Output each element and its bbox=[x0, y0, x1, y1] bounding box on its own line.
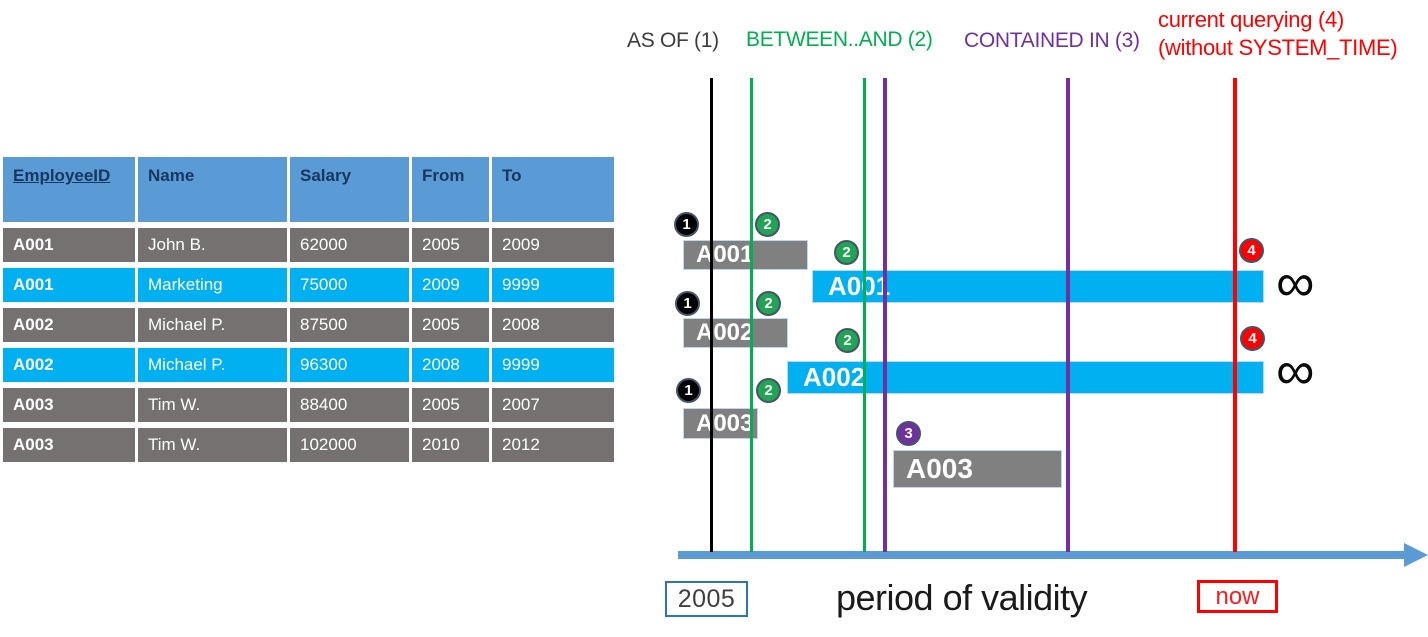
table-cell: 2005 bbox=[412, 228, 489, 262]
table-cell: 2008 bbox=[492, 308, 614, 342]
table-cell: A002 bbox=[3, 348, 135, 382]
badge-1: 1 bbox=[675, 291, 700, 316]
table-cell: Tim W. bbox=[138, 388, 287, 422]
table-cell: 2010 bbox=[412, 428, 489, 462]
axis-title: period of validity bbox=[836, 577, 1088, 618]
validity-bar-a002-history: A002 bbox=[683, 318, 788, 348]
badge-2: 2 bbox=[755, 212, 780, 237]
infinity-icon: ∞ bbox=[1276, 253, 1315, 313]
validity-bar-a003-history1: A003 bbox=[683, 408, 758, 439]
contained-in-end-line bbox=[1066, 78, 1070, 552]
table-cell: 2008 bbox=[412, 348, 489, 382]
column-header-name: Name bbox=[138, 157, 287, 222]
legend-current-querying-line2: (without SYSTEM_TIME) bbox=[1158, 35, 1398, 60]
legend-current-querying: current querying (4) (without SYSTEM_TIM… bbox=[1158, 6, 1398, 62]
table-cell: 9999 bbox=[492, 268, 614, 302]
table-cell: 2005 bbox=[412, 308, 489, 342]
validity-bar-a002-current: A002 bbox=[787, 361, 1264, 394]
as-of-line bbox=[710, 78, 713, 552]
contained-in-start-line bbox=[883, 78, 887, 552]
badge-4: 4 bbox=[1239, 238, 1264, 263]
table-cell: 2005 bbox=[412, 388, 489, 422]
column-header-salary: Salary bbox=[290, 157, 409, 222]
table-cell: 75000 bbox=[290, 268, 409, 302]
infinity-icon: ∞ bbox=[1276, 341, 1315, 401]
badge-2: 2 bbox=[756, 291, 781, 316]
table-cell: Marketing bbox=[138, 268, 287, 302]
column-header-employeeid: EmployeeID bbox=[3, 157, 135, 222]
table-cell: John B. bbox=[138, 228, 287, 262]
employee-history-table: EmployeeID Name Salary From To A001 John… bbox=[3, 157, 614, 462]
badge-2: 2 bbox=[834, 240, 859, 265]
table-cell: Tim W. bbox=[138, 428, 287, 462]
table-cell: 87500 bbox=[290, 308, 409, 342]
validity-bar-a001-current: A001 bbox=[812, 270, 1264, 303]
legend-contained-in: CONTAINED IN (3) bbox=[964, 29, 1140, 52]
badge-4: 4 bbox=[1240, 326, 1265, 351]
table-cell: A003 bbox=[3, 388, 135, 422]
table-cell: A003 bbox=[3, 428, 135, 462]
table-cell: 2007 bbox=[492, 388, 614, 422]
table-cell: A001 bbox=[3, 228, 135, 262]
column-header-to: To bbox=[492, 157, 614, 222]
table-cell: 2009 bbox=[412, 268, 489, 302]
current-querying-line bbox=[1233, 78, 1237, 552]
table-cell: Michael P. bbox=[138, 308, 287, 342]
axis-now-box: now bbox=[1197, 580, 1278, 613]
time-axis bbox=[678, 551, 1404, 559]
table-cell: 88400 bbox=[290, 388, 409, 422]
validity-bar-a003-history2: A003 bbox=[893, 450, 1062, 488]
legend-current-querying-line1: current querying (4) bbox=[1158, 7, 1344, 32]
between-and-end-line bbox=[863, 78, 866, 552]
table-cell: 9999 bbox=[492, 348, 614, 382]
table-cell: 102000 bbox=[290, 428, 409, 462]
table-cell: 2012 bbox=[492, 428, 614, 462]
validity-bar-a001-history: A001 bbox=[683, 240, 808, 270]
table-cell: Michael P. bbox=[138, 348, 287, 382]
legend-between-and: BETWEEN..AND (2) bbox=[746, 28, 933, 51]
badge-2: 2 bbox=[835, 328, 860, 353]
time-axis-arrowhead-icon bbox=[1404, 543, 1428, 567]
column-header-from: From bbox=[412, 157, 489, 222]
badge-1: 1 bbox=[676, 378, 701, 403]
axis-start-year-box: 2005 bbox=[665, 581, 748, 617]
legend-as-of: AS OF (1) bbox=[627, 29, 719, 52]
table-cell: 96300 bbox=[290, 348, 409, 382]
badge-1: 1 bbox=[674, 212, 699, 237]
between-and-start-line bbox=[750, 78, 753, 552]
table-cell: 2009 bbox=[492, 228, 614, 262]
table-cell: 62000 bbox=[290, 228, 409, 262]
table-cell: A002 bbox=[3, 308, 135, 342]
badge-2: 2 bbox=[756, 378, 781, 403]
badge-3: 3 bbox=[896, 421, 921, 446]
table-cell: A001 bbox=[3, 268, 135, 302]
